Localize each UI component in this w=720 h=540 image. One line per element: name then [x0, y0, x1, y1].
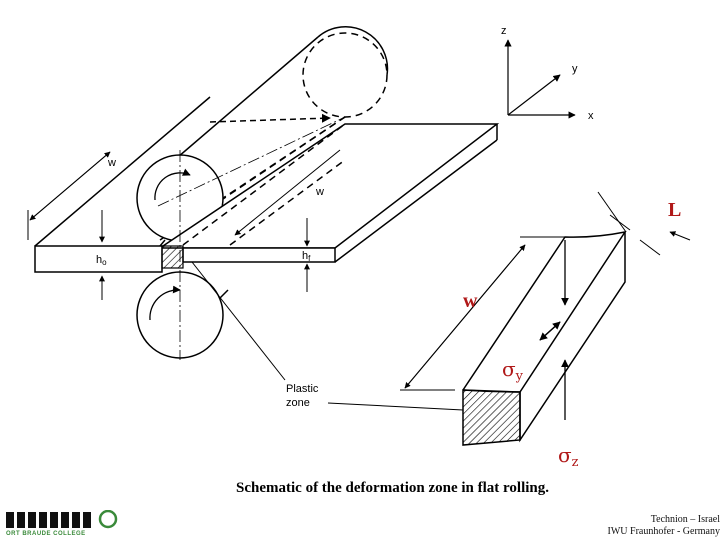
width-top-label: w	[107, 157, 116, 169]
sigma-y-label: σy	[502, 357, 524, 384]
entry-thickness-label: ho	[96, 254, 107, 267]
width-front-label: w	[315, 186, 324, 198]
footer-line-1: Technion – Israel	[650, 514, 720, 525]
footer-line-2: IWU Fraunhofer - Germany	[607, 526, 720, 537]
deformation-element	[327, 191, 691, 446]
length-label: L	[668, 199, 681, 221]
axis-x-label: x	[588, 110, 594, 122]
figure-caption: Schematic of the deformation zone in fla…	[236, 480, 550, 496]
college-logo	[6, 510, 118, 529]
axis-y-label: y	[572, 63, 578, 75]
axis-triad	[504, 39, 576, 119]
element-width-label: w	[463, 290, 478, 312]
logo-subtitle: ORT BRAUDE COLLEGE	[6, 531, 86, 537]
plastic-zone-label-line1: Plastic	[286, 383, 319, 395]
footer-credits: Technion – Israel IWU Fraunhofer - Germa…	[560, 514, 720, 538]
plastic-zone-hatch	[161, 245, 184, 269]
rolling-mill	[34, 26, 500, 360]
sigma-z-label: σz	[558, 443, 579, 470]
axis-z-label: z	[501, 25, 507, 37]
dimension-lines	[27, 149, 341, 381]
plastic-zone-label-line2: zone	[286, 397, 310, 409]
exit-thickness-label: hf	[302, 250, 311, 263]
